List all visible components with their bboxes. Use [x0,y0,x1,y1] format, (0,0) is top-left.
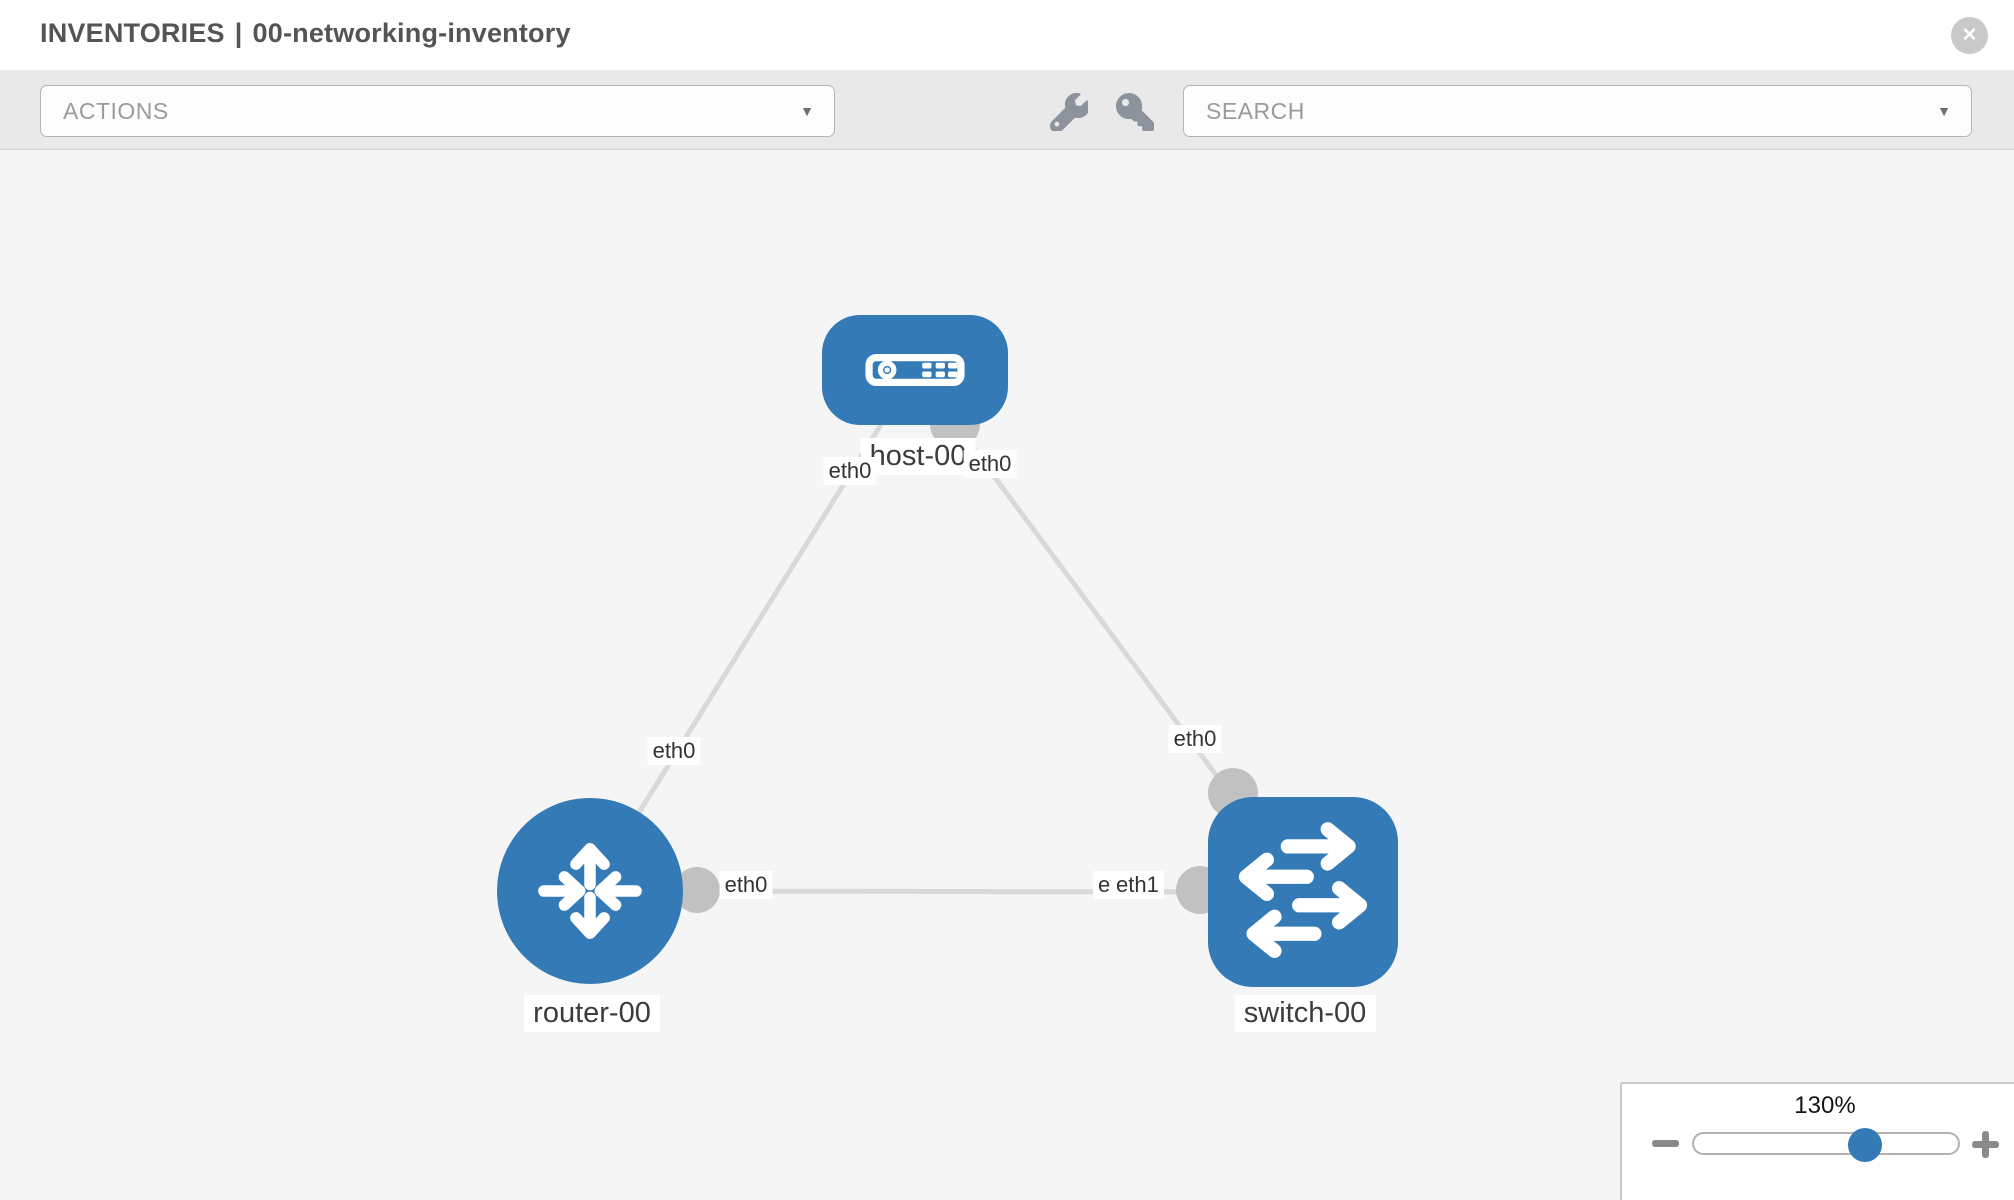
iface-label-router-top: eth0 [647,737,701,765]
node-router-00[interactable] [497,798,683,984]
search-dropdown[interactable]: SEARCH ▼ [1183,85,1972,137]
link-layer [587,368,1306,914]
toolbar: ACTIONS ▼ SEARCH ▼ [0,71,2014,150]
zoom-control-panel: 130% [1620,1082,2014,1200]
inventory-name: 00-networking-inventory [252,18,571,48]
key-icon[interactable] [1116,93,1154,131]
topology-canvas[interactable]: host-00 router-00 switch-00 eth0 eth0 et… [0,150,2014,1200]
node-label-switch[interactable]: switch-00 [1234,995,1376,1032]
breadcrumb-separator: | [234,18,243,48]
zoom-slider-thumb[interactable] [1848,1128,1882,1162]
zoom-slider-track[interactable] [1692,1132,1960,1155]
port-router-eth0[interactable] [674,867,720,913]
actions-dropdown-label: ACTIONS [63,97,169,124]
search-dropdown-label: SEARCH [1206,97,1305,124]
zoom-level-value: 130% [1794,1092,1856,1119]
node-label-router[interactable]: router-00 [524,995,660,1032]
node-label-host[interactable]: host-00 [860,438,976,475]
close-icon: ✕ [1961,25,1978,46]
node-switch-00[interactable] [1208,797,1398,987]
header: INVENTORIES | 00-networking-inventory ✕ [0,0,2014,71]
iface-label-host-left: eth0 [823,457,877,485]
page-title: INVENTORIES | 00-networking-inventory [40,18,571,49]
iface-label-router-right: eth0 [719,871,773,899]
close-button[interactable]: ✕ [1951,17,1988,54]
chevron-down-icon: ▼ [1937,103,1951,119]
wrench-icon[interactable] [1049,93,1090,133]
iface-label-switch-top: eth0 [1168,725,1222,753]
iface-label-host-right: eth0 [963,450,1017,478]
chevron-down-icon: ▼ [800,103,814,119]
host-icon [865,354,965,386]
router-icon [538,843,642,939]
zoom-out-icon[interactable] [1652,1140,1679,1147]
switch-icon [1238,822,1368,959]
iface-label-switch-eth1: eth1 [1111,871,1164,899]
actions-dropdown[interactable]: ACTIONS ▼ [40,85,835,137]
node-host-00[interactable] [822,315,1008,425]
zoom-in-icon[interactable] [1972,1131,1999,1158]
breadcrumb-section: INVENTORIES [40,18,225,48]
